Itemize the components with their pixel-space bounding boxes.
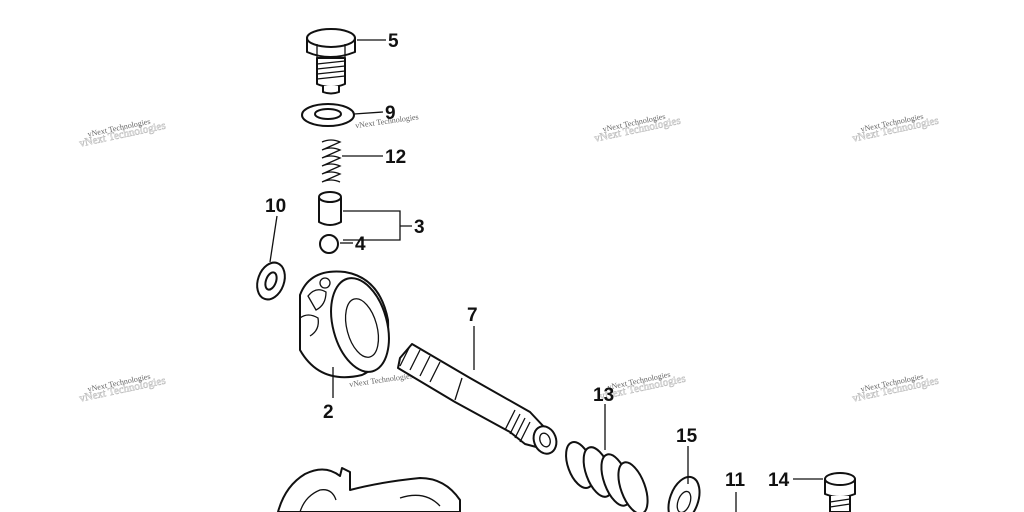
callout-14: 14 [768, 470, 790, 491]
part-9-washer [301, 103, 355, 127]
watermark-3: vNext Technologies vNext Technologies [593, 112, 682, 145]
part-13-spring [565, 441, 649, 512]
part-2-cam [299, 270, 390, 379]
callout-9: 9 [385, 103, 396, 124]
shift-fork [277, 467, 461, 512]
callout-5: 5 [388, 31, 399, 52]
leader-3 [343, 210, 412, 241]
leader-10 [269, 215, 278, 263]
callout-4: 4 [355, 234, 366, 255]
leader-9 [353, 111, 384, 115]
part-12-spring [321, 139, 342, 183]
watermark-8: vNext Technologies vNext Technologies [851, 372, 940, 405]
callout-7: 7 [467, 305, 478, 326]
part-4-ball [319, 234, 339, 254]
part-14-bolt [824, 472, 856, 512]
part-7-shaft [397, 343, 558, 455]
watermark-4: vNext Technologies vNext Technologies [851, 112, 940, 145]
callout-2: 2 [323, 402, 334, 423]
callout-15: 15 [676, 426, 698, 447]
callout-10: 10 [265, 196, 286, 217]
part-5-bolt [306, 28, 356, 95]
callout-11: 11 [725, 470, 746, 491]
part-3-pin [318, 191, 342, 226]
callout-3: 3 [414, 217, 425, 238]
callout-13: 13 [593, 385, 614, 406]
watermark-1: vNext Technologies vNext Technologies [78, 117, 167, 150]
part-15-washer [667, 475, 701, 512]
callout-12: 12 [385, 147, 406, 168]
part-10-washer [256, 261, 286, 301]
watermark-5: vNext Technologies vNext Technologies [78, 372, 167, 405]
